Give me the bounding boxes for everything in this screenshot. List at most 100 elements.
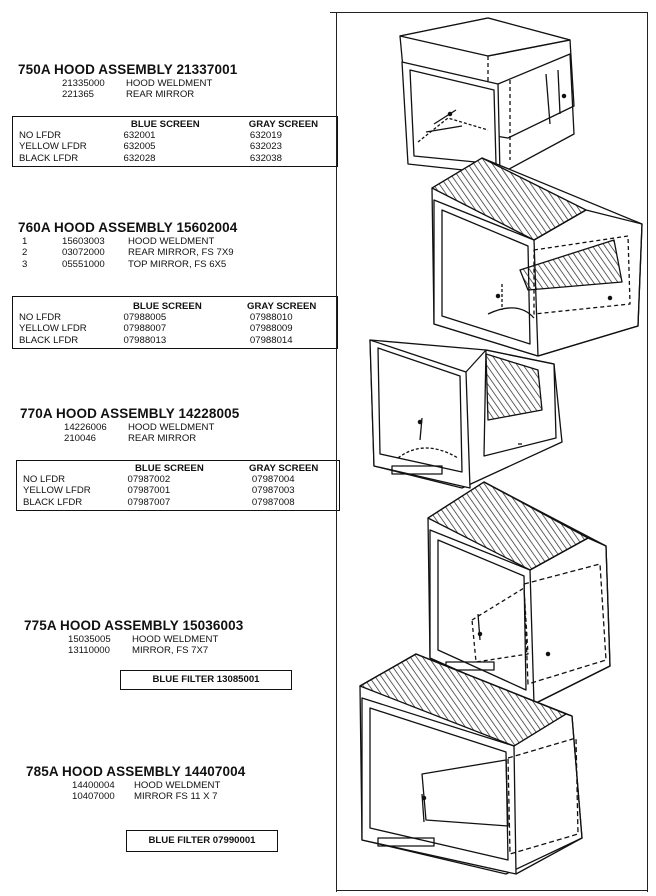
table-cell: 07988014 [249, 334, 293, 346]
part-desc: HOOD WELDMENT [132, 634, 219, 645]
part-row: 3 05551000 TOP MIRROR, FS 6X5 [22, 259, 237, 270]
part-desc: MIRROR, FS 7X7 [132, 645, 209, 657]
parts-list: 1 15603003 HOOD WELDMENT 2 03072000 REAR… [18, 236, 237, 270]
table-cell: NO LFDR [23, 474, 66, 486]
part-number: 21335000 [62, 78, 105, 89]
exploded-hood-drawing [359, 17, 643, 875]
table-cell: NO LFDR [19, 312, 62, 324]
parts-list: 14226006 HOOD WELDMENT 210046 REAR MIRRO… [20, 422, 239, 445]
header-cell: GRAY SCREEN [247, 301, 317, 312]
part-number: 05551000 [62, 258, 105, 270]
drawing-frame-top [330, 12, 648, 14]
header-cell [19, 301, 127, 312]
assembly-title: 770A HOOD ASSEMBLY 14228005 [20, 406, 240, 421]
table-cell: 07987001 [127, 485, 171, 497]
parts-list: 14400004 HOOD WELDMENT 10407000 MIRROR F… [26, 780, 245, 803]
table-cell: NO LFDR [19, 130, 62, 142]
hood-785a-icon [359, 653, 583, 875]
assembly-title: 775A HOOD ASSEMBLY 15036003 [24, 618, 244, 633]
assembly-750a: 750A HOOD ASSEMBLY 21337001 21335000 HOO… [18, 62, 237, 101]
header-cell [19, 119, 125, 130]
blue-filter-box-785a: BLUE FILTER 07990001 [126, 830, 278, 852]
table-cell: BLACK LFDR [19, 152, 79, 164]
drawing-frame-right [647, 12, 649, 892]
table-cell: YELLOW LFDR [19, 323, 87, 335]
drawing-frame-bottom [336, 890, 648, 892]
blue-filter-box-775a: BLUE FILTER 13085001 [120, 670, 292, 690]
part-desc: HOOD WELDMENT [126, 78, 213, 89]
table-cell: 632001 [123, 130, 156, 142]
table-cell: 632028 [123, 152, 156, 164]
table-cell: BLACK LFDR [23, 496, 83, 508]
table-cell: 07987008 [251, 496, 295, 508]
part-ref: 3 [22, 258, 28, 270]
part-ref: 2 [22, 247, 28, 259]
part-number: 210046 [64, 433, 97, 445]
part-number: 14400004 [72, 780, 115, 791]
table-row: YELLOW LFDR 632005 632023 [19, 141, 337, 152]
table-cell: 07987003 [251, 485, 295, 497]
part-number: 10407000 [72, 791, 115, 803]
table-row: NO LFDR 07988005 07988010 [19, 312, 337, 323]
assembly-title: 760A HOOD ASSEMBLY 15602004 [18, 220, 238, 235]
table-cell: 07987004 [251, 474, 295, 486]
part-row: 221365 REAR MIRROR [62, 89, 237, 100]
table-cell: 632038 [249, 152, 282, 164]
table-cell: 07988010 [249, 312, 293, 324]
assembly-785a: 785A HOOD ASSEMBLY 14407004 14400004 HOO… [26, 764, 245, 803]
part-row: 14226006 HOOD WELDMENT [64, 422, 239, 433]
table-row: NO LFDR 632001 632019 [19, 130, 337, 141]
part-desc: MIRROR FS 11 X 7 [134, 791, 218, 803]
table-row: YELLOW LFDR 07988007 07988009 [19, 323, 337, 334]
table-row: BLACK LFDR 07988013 07988014 [19, 335, 337, 346]
header-cell: BLUE SCREEN [130, 119, 200, 130]
table-cell: 632005 [123, 141, 156, 153]
part-row: 21335000 HOOD WELDMENT [62, 78, 237, 89]
part-desc: REAR MIRROR [128, 433, 197, 445]
part-number: 221365 [62, 89, 95, 101]
part-desc: HOOD WELDMENT [134, 780, 221, 791]
part-row: 210046 REAR MIRROR [64, 433, 239, 444]
hood-760a-icon [431, 157, 643, 357]
table-cell: 632023 [249, 141, 282, 153]
table-cell: YELLOW LFDR [23, 485, 91, 497]
hood-750a-icon [399, 17, 575, 175]
part-desc: REAR MIRROR [126, 89, 195, 101]
hood-770a-icon [369, 339, 563, 489]
table-cell: 07987007 [127, 496, 171, 508]
table-row: NO LFDR 07987002 07987004 [23, 474, 339, 485]
table-cell: BLACK LFDR [19, 334, 79, 346]
header-cell: GRAY SCREEN [248, 119, 319, 130]
table-cell: 07988007 [123, 323, 167, 335]
part-desc: HOOD WELDMENT [128, 422, 215, 433]
header-cell [23, 463, 131, 474]
header-cell: BLUE SCREEN [135, 463, 204, 474]
assembly-775a: 775A HOOD ASSEMBLY 15036003 15035005 HOO… [24, 618, 243, 657]
table-header: BLUE SCREEN GRAY SCREEN [19, 301, 337, 312]
header-cell: BLUE SCREEN [133, 301, 202, 312]
part-row: 15035005 HOOD WELDMENT [68, 634, 243, 645]
part-number: 13110000 [68, 645, 110, 657]
drawing-frame-left [336, 12, 338, 892]
screen-table-770a: BLUE SCREEN GRAY SCREEN NO LFDR 07987002… [16, 460, 340, 511]
part-desc: TOP MIRROR, FS 6X5 [128, 258, 227, 270]
table-row: BLACK LFDR 632028 632038 [19, 153, 337, 164]
parts-list: 15035005 HOOD WELDMENT 13110000 MIRROR, … [24, 634, 243, 657]
table-header: BLUE SCREEN GRAY SCREEN [23, 463, 339, 474]
table-cell: 07988005 [123, 312, 167, 324]
part-ref: 1 [22, 236, 28, 247]
part-number: 15603003 [62, 236, 105, 247]
table-cell: 07988013 [123, 334, 167, 346]
screen-table-760a: BLUE SCREEN GRAY SCREEN NO LFDR 07988005… [12, 296, 338, 349]
table-row: BLACK LFDR 07987007 07987008 [23, 497, 339, 508]
table-header: BLUE SCREEN GRAY SCREEN [19, 119, 337, 130]
part-desc: HOOD WELDMENT [128, 236, 215, 247]
screen-table-750a: BLUE SCREEN GRAY SCREEN NO LFDR 632001 6… [12, 116, 338, 167]
table-cell: 07988009 [249, 323, 293, 335]
table-cell: 07987002 [127, 474, 171, 486]
part-desc: REAR MIRROR, FS 7X9 [128, 247, 234, 259]
part-row: 14400004 HOOD WELDMENT [72, 780, 245, 791]
part-row: 1 15603003 HOOD WELDMENT [22, 236, 237, 247]
assembly-title: 750A HOOD ASSEMBLY 21337001 [18, 62, 238, 77]
